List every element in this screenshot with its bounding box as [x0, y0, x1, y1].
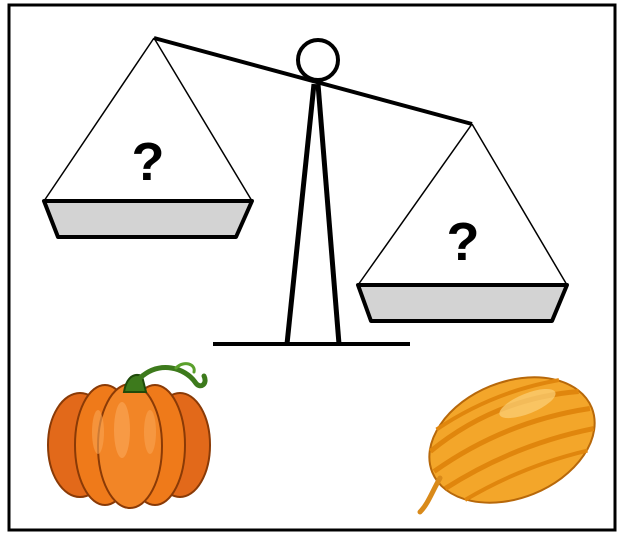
- right-pan-question-mark: ?: [447, 212, 480, 272]
- scale-pivot: [298, 40, 338, 80]
- left-pan-question-mark: ?: [132, 132, 165, 192]
